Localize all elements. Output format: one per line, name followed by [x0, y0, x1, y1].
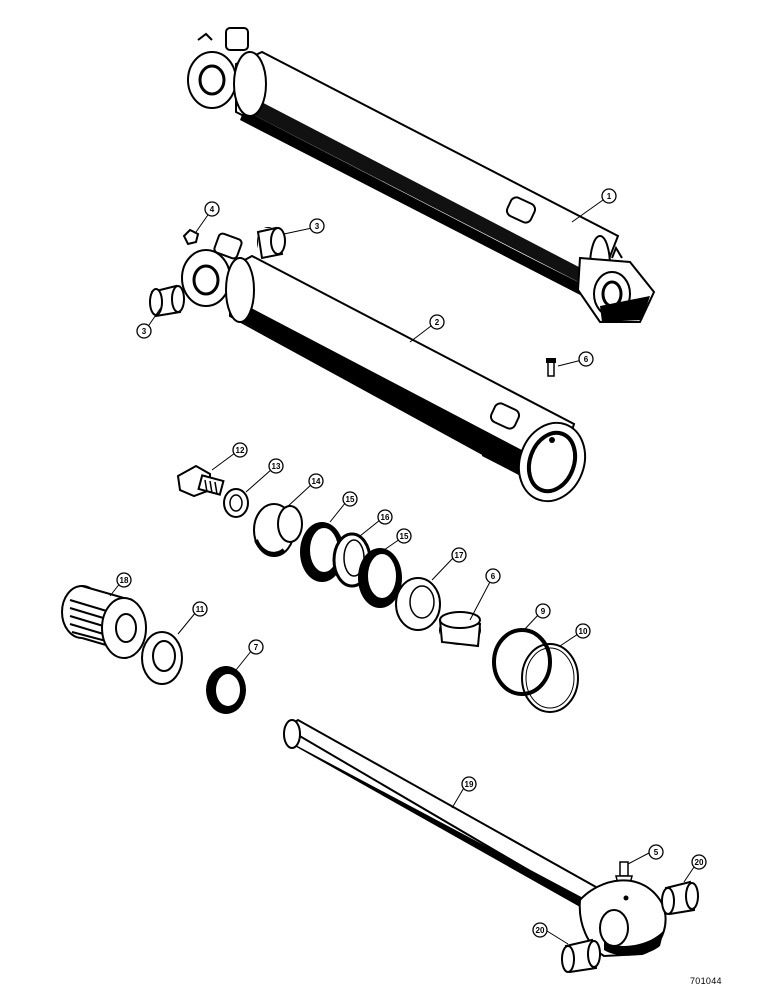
- svg-text:7: 7: [254, 643, 259, 652]
- callout-11: 11: [192, 601, 208, 617]
- bushing-20-right: [661, 880, 699, 916]
- callout-15-right: 15: [396, 528, 412, 544]
- piston-rod-19: [283, 718, 667, 958]
- callout-17: 17: [451, 547, 467, 563]
- callout-19: 19: [461, 776, 477, 792]
- svg-text:14: 14: [312, 477, 321, 486]
- svg-text:20: 20: [695, 858, 704, 867]
- callout-16: 16: [377, 509, 393, 525]
- svg-text:18: 18: [120, 576, 129, 585]
- barrel: [181, 232, 587, 503]
- bushing-upper: [256, 226, 286, 260]
- callout-14: 14: [308, 473, 324, 489]
- callout-3-upper: 3: [309, 218, 325, 234]
- callout-1: 1: [601, 188, 617, 204]
- cylinder-assembly: [187, 27, 656, 323]
- callout-10: 10: [575, 623, 591, 639]
- svg-text:16: 16: [381, 513, 390, 522]
- svg-text:12: 12: [236, 446, 245, 455]
- svg-text:6: 6: [491, 572, 496, 581]
- ring-11: [141, 631, 183, 685]
- svg-text:11: 11: [196, 605, 205, 614]
- svg-text:9: 9: [541, 607, 546, 616]
- svg-text:15: 15: [400, 532, 409, 541]
- svg-text:4: 4: [210, 205, 215, 214]
- svg-text:3: 3: [315, 222, 320, 231]
- bushing-20-left: [561, 938, 601, 974]
- gland-18: [61, 585, 147, 659]
- svg-text:2: 2: [435, 318, 440, 327]
- callout-6-upper: 6: [578, 351, 594, 367]
- bleed-screw-6: [546, 358, 556, 377]
- callout-6-lower: 6: [485, 568, 501, 584]
- seal-15-right: [358, 548, 402, 608]
- svg-text:20: 20: [536, 926, 545, 935]
- callout-20-left: 20: [532, 922, 548, 938]
- grease-fitting-4: [182, 228, 200, 246]
- piston-14: [253, 503, 303, 557]
- svg-text:13: 13: [272, 462, 281, 471]
- callout-13: 13: [268, 458, 284, 474]
- figure-id: 701044: [690, 976, 722, 986]
- callout-7: 7: [248, 639, 264, 655]
- callout-9: 9: [535, 603, 551, 619]
- washer-13: [223, 488, 249, 518]
- rod-seal-7: [206, 666, 246, 714]
- callout-12: 12: [232, 442, 248, 458]
- seal-15-left: [300, 522, 344, 582]
- svg-text:19: 19: [465, 780, 474, 789]
- retainer-17: [395, 577, 441, 631]
- bushing-lower: [149, 284, 185, 318]
- callout-5: 5: [648, 844, 664, 860]
- callout-20-right: 20: [691, 854, 707, 870]
- o-ring-9: [492, 628, 552, 696]
- callout-4: 4: [204, 201, 220, 217]
- backup-ring-10: [521, 643, 579, 713]
- callout-2: 2: [429, 314, 445, 330]
- callout-15-left: 15: [342, 491, 358, 507]
- callouts: 1 2 3 3 4 5 6 6: [116, 188, 707, 938]
- svg-text:3: 3: [142, 327, 147, 336]
- callout-3-lower: 3: [136, 323, 152, 339]
- svg-text:15: 15: [346, 495, 355, 504]
- svg-text:17: 17: [455, 551, 464, 560]
- svg-text:5: 5: [654, 848, 659, 857]
- svg-text:10: 10: [579, 627, 588, 636]
- svg-text:1: 1: [607, 192, 612, 201]
- bolt-12: [176, 464, 225, 498]
- bushing-8: [438, 611, 482, 648]
- svg-text:6: 6: [584, 355, 589, 364]
- callout-18: 18: [116, 572, 132, 588]
